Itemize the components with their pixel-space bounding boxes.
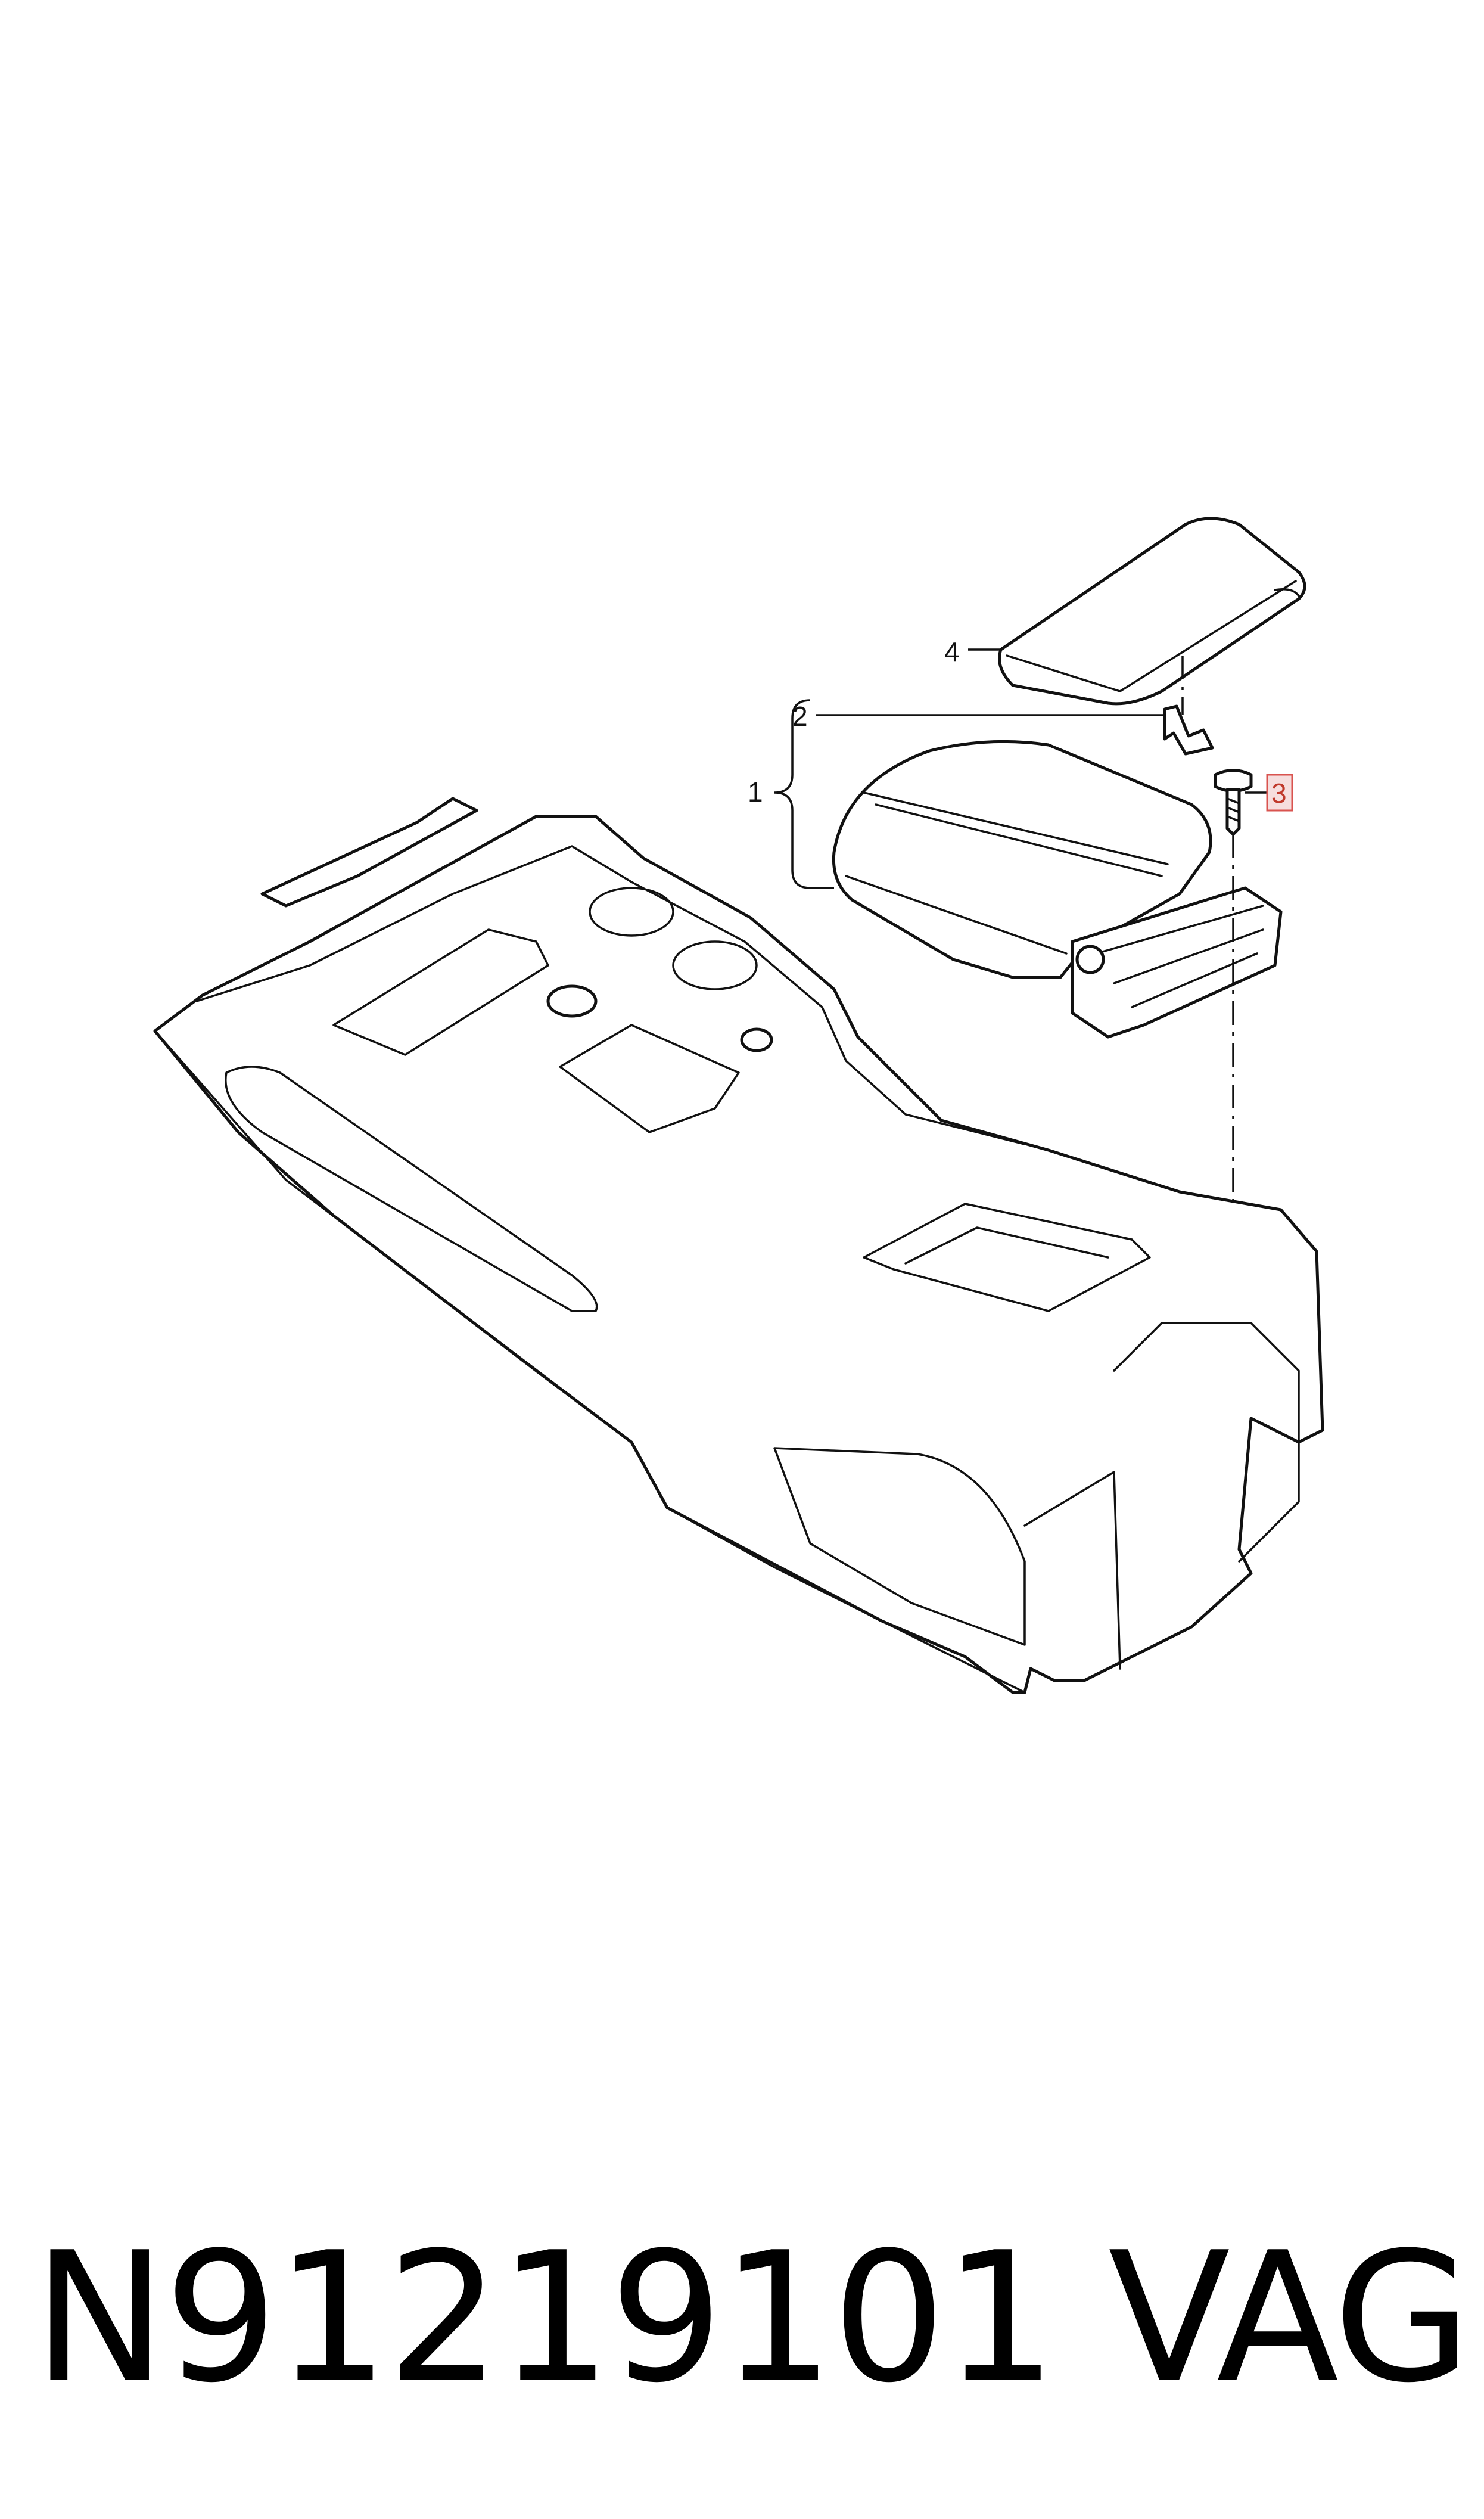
callout-3-highlight <box>1266 774 1293 812</box>
armrest-assembly-part <box>832 740 1283 1039</box>
armrest-lid-part <box>998 517 1306 706</box>
callout-2-label: 2 <box>792 701 808 732</box>
callout-1-label: 1 <box>748 776 763 807</box>
brand-name: VAG <box>1108 2214 1471 2422</box>
callout-1-bracket <box>774 699 834 889</box>
parts-diagram: 1 2 3 4 <box>153 517 1324 1694</box>
clip-part <box>1163 704 1214 756</box>
screw-part <box>1214 769 1253 836</box>
center-console-part <box>153 797 1324 1694</box>
part-number: N91219101 <box>33 2214 1057 2422</box>
callout-3-label: 3 <box>1271 778 1287 809</box>
callout-4-label: 4 <box>944 636 960 667</box>
